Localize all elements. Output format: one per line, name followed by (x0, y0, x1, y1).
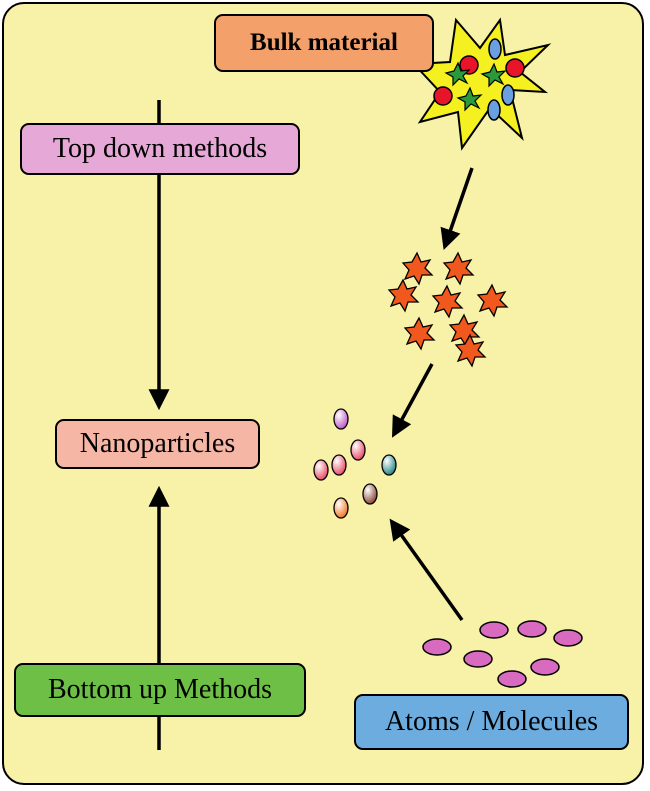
nanoparticle (362, 483, 378, 505)
fragments-cluster (387, 251, 509, 368)
nanoparticle (350, 439, 366, 461)
nanoparticle (333, 497, 349, 519)
nanoparticles-cluster (313, 408, 397, 519)
fragment (387, 278, 420, 313)
atoms-to-nanoparticles-arrow (389, 518, 464, 622)
fragment (448, 313, 481, 348)
molecule (497, 670, 527, 688)
nanoparticle (313, 459, 329, 481)
fragments-to-nanoparticles-arrow (391, 363, 434, 438)
atoms-molecules-label: Atoms / Molecules (354, 694, 629, 750)
fragment (403, 316, 436, 351)
fragment (442, 251, 475, 286)
fragment (476, 283, 509, 318)
molecule (553, 629, 583, 647)
nanoparticle (381, 454, 397, 476)
molecule (422, 638, 452, 656)
top-down-methods-label: Top down methods (20, 123, 300, 175)
nanoparticle (331, 454, 347, 476)
fragment (401, 251, 434, 286)
fragment (454, 333, 487, 368)
molecule (530, 658, 560, 676)
burst-to-fragments-arrow (440, 167, 474, 250)
bulk-material-label: Bulk material (214, 14, 434, 72)
fragment (431, 284, 464, 319)
molecule (517, 620, 547, 638)
nanoparticle (333, 408, 349, 430)
molecules-cluster (422, 620, 583, 688)
bulk-material-burst (411, 17, 552, 151)
molecule (479, 621, 509, 639)
nanoparticles-label: Nanoparticles (55, 419, 260, 469)
molecule (463, 650, 493, 668)
bottom-up-methods-label: Bottom up Methods (14, 663, 306, 717)
